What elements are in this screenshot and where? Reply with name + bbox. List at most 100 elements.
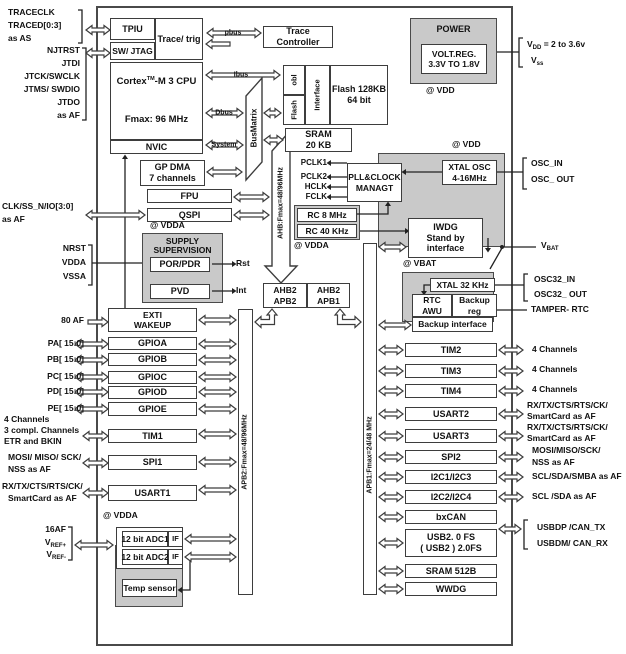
connector-adc-io bbox=[74, 539, 114, 551]
iwdg-to-vbat-arrow-head bbox=[485, 248, 491, 253]
connector-tim3-io bbox=[498, 365, 524, 377]
rc8-to-pll-arrow bbox=[357, 206, 389, 215]
connector-tim1-io bbox=[82, 430, 109, 442]
vref-plus-pin: VREF+ bbox=[44, 537, 66, 549]
connector-pbus bbox=[206, 27, 262, 39]
system-bus-label: System bbox=[211, 141, 237, 149]
connector-adc2-apb2 bbox=[184, 551, 237, 563]
osc32-bracket bbox=[523, 273, 528, 302]
usart2-smartcard-label: SmartCard as AF bbox=[527, 411, 596, 421]
adc-bracket bbox=[68, 526, 73, 561]
adc2-if-cell: IF bbox=[168, 549, 183, 565]
usart1-smartcard-label: SmartCard as AF bbox=[8, 493, 77, 503]
ahb-bus-label: AHB:Fmax=48/96MHz bbox=[277, 167, 285, 239]
busmatrix-label: BusMatrix bbox=[249, 108, 259, 148]
connector-exti-80af bbox=[87, 316, 109, 328]
iwdg-line1: IWDG bbox=[433, 222, 458, 233]
jtdi-pin: JTDI bbox=[61, 58, 80, 68]
connector-spi2-io bbox=[498, 451, 524, 463]
osc-in-pin: OSC_IN bbox=[531, 158, 563, 168]
pclk1-arrow-head bbox=[326, 160, 331, 166]
tim1-compl-label: 3 compl. Channels bbox=[4, 425, 80, 435]
exti-80af-label: 80 AF bbox=[61, 315, 84, 325]
vdd-bracket bbox=[518, 37, 523, 68]
iwdg-line3: interface bbox=[426, 243, 465, 254]
connector-tim1-apb2 bbox=[198, 428, 237, 440]
connector-busmatrix-flash bbox=[263, 107, 282, 119]
gpiod-block: GPIOD bbox=[108, 386, 197, 399]
int-signal-label: Int bbox=[236, 285, 247, 295]
spi1-nss-label: NSS as AF bbox=[8, 464, 51, 474]
rc-vdda-annotation: @ VDDA bbox=[294, 240, 329, 250]
supply-title-line2: SUPERVISION bbox=[153, 245, 212, 256]
vdda-pin: VDDA bbox=[61, 257, 86, 267]
vbat-switch bbox=[489, 247, 503, 270]
rtc-line2: AWU bbox=[422, 305, 442, 316]
usart3-block: USART3 bbox=[405, 429, 497, 443]
nvic-label: NVIC bbox=[145, 141, 168, 152]
connector-trace-trig-in bbox=[205, 38, 231, 50]
connector-usb-io bbox=[498, 523, 522, 535]
bridge-to-apb2-elbow bbox=[254, 308, 279, 329]
fclk-arrow-head bbox=[326, 194, 331, 200]
spi1-block: SPI1 bbox=[108, 455, 197, 470]
trace-bracket bbox=[78, 9, 83, 44]
njtrst-pin: NJTRST bbox=[46, 45, 80, 55]
rc40-to-iwdg-arrow-head bbox=[405, 228, 410, 234]
backup-reg-block: Backup reg bbox=[452, 294, 497, 317]
rtc-awu-block: RTC AWU bbox=[412, 294, 452, 317]
vss-pin: Vss bbox=[531, 55, 544, 67]
pclk2-arrow-head bbox=[326, 174, 331, 180]
usb-block: USB2. 0 FS( USB2 ) 2.0FS bbox=[405, 529, 497, 557]
connector-apb1-iwdg bbox=[378, 241, 407, 253]
trace-trig-block: Trace/ trig bbox=[155, 18, 203, 60]
tpiu-block: TPIU bbox=[110, 18, 155, 40]
jtck-pin: JTCK/SWCLK bbox=[24, 71, 80, 81]
connector-exti-apb2 bbox=[198, 314, 237, 326]
tpiu-label: TPIU bbox=[122, 23, 143, 34]
hclk-arrow-head bbox=[326, 184, 331, 190]
gpioa-block: GPIOA bbox=[108, 337, 197, 350]
dbus-label: Dbus bbox=[215, 109, 233, 117]
tim2-block: TIM2 bbox=[405, 343, 497, 357]
osc32-in-pin: OSC32_IN bbox=[534, 274, 576, 284]
flash-memory-block: Flash 128KB 64 bit bbox=[330, 65, 388, 125]
pclk1-label: PCLK1 bbox=[300, 158, 327, 167]
sram-label: SRAM bbox=[305, 129, 332, 140]
bkpif-label: Backup interface bbox=[418, 319, 487, 330]
connector-gpiob-apb2 bbox=[198, 354, 237, 366]
jtdo-pin: JTDO bbox=[57, 97, 80, 107]
bkpreg-line1: Backup bbox=[459, 295, 490, 306]
rc8-label: RC 8 MHz bbox=[307, 209, 347, 220]
connector-apb1-tim2 bbox=[378, 344, 404, 356]
pbus-label: pbus bbox=[224, 29, 242, 37]
trace-trig-label: Trace/ trig bbox=[157, 33, 201, 44]
connector-apb1-i2c13 bbox=[378, 471, 404, 483]
connector-gpioa-apb2 bbox=[198, 338, 237, 350]
i2c1-i2c3-block: I2C1/I2C3 bbox=[405, 470, 497, 484]
wwdg-block: WWDG bbox=[405, 582, 497, 596]
rc8-to-pll-arrow-head bbox=[385, 201, 391, 206]
flash-width-label: 64 bit bbox=[347, 95, 371, 105]
gpioe-block: GPIOE bbox=[108, 402, 197, 416]
gpioc-block: GPIOC bbox=[108, 371, 197, 384]
rc40-block: RC 40 KHz bbox=[297, 224, 357, 238]
rc8-block: RC 8 MHz bbox=[297, 208, 357, 222]
connector-apb1-tim4 bbox=[378, 385, 404, 397]
spi2-nss-label: NSS as AF bbox=[532, 457, 575, 467]
osc-bracket bbox=[522, 157, 527, 190]
rst-signal-label: Rst bbox=[236, 258, 250, 268]
connector-apb1-wwdg bbox=[378, 583, 404, 595]
spi2-block: SPI2 bbox=[405, 450, 497, 464]
voltreg-line2: 3.3V TO 1.8V bbox=[428, 59, 480, 69]
sw-jtag-block: SW/ JTAG bbox=[110, 42, 155, 60]
tim3-channels-label: 4 Channels bbox=[532, 364, 578, 374]
nrst-pin: NRST bbox=[62, 243, 86, 253]
connector-apb1-bxcan bbox=[378, 511, 404, 523]
ahb-bus-arrow bbox=[263, 129, 299, 285]
osc-out-pin: OSC_ OUT bbox=[531, 174, 575, 184]
voltage-regulator-block: VOLT.REG. 3.3V TO 1.8V bbox=[421, 44, 487, 74]
connector-usart2-io bbox=[498, 408, 524, 420]
